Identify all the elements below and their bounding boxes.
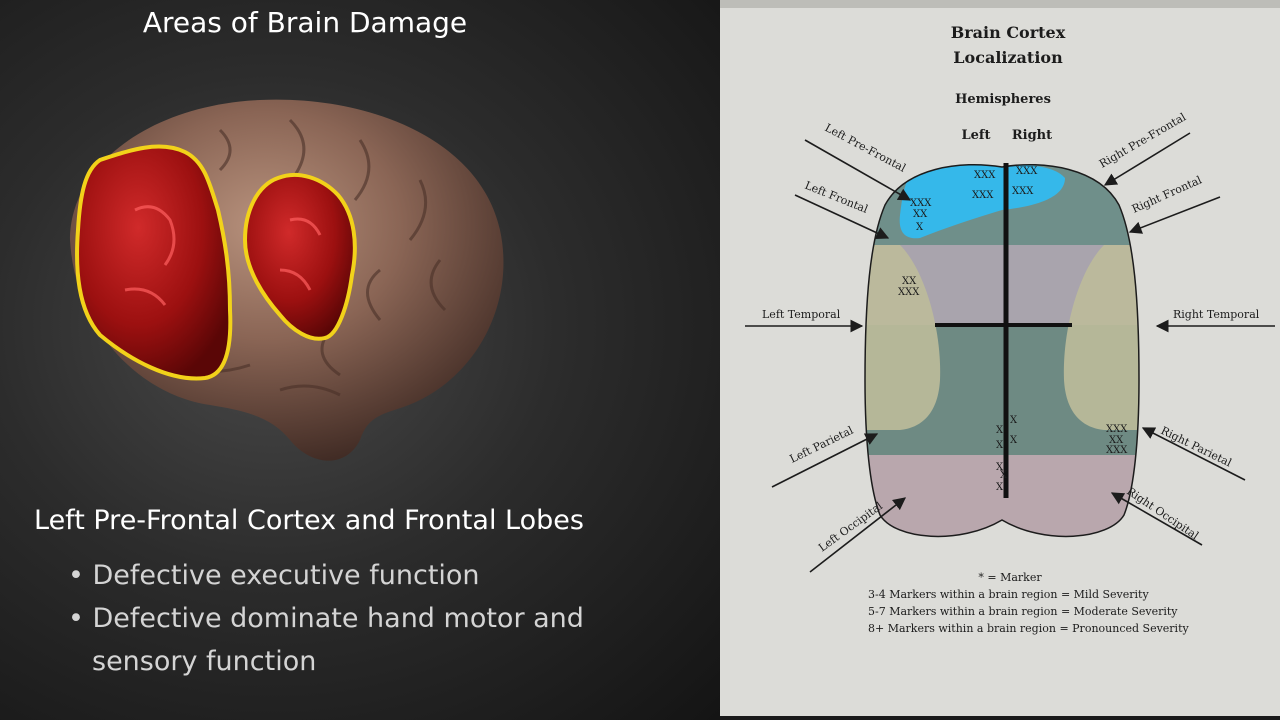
legend-mild: 3-4 Markers within a brain region = Mild… [868, 588, 1149, 601]
slide-title: Areas of Brain Damage [142, 6, 468, 39]
marker-group: XXX [1012, 186, 1034, 197]
marker-group: X [996, 462, 1004, 473]
arrow-left-parietal [771, 433, 879, 488]
cortex-diagram-panel: Brain Cortex Localization Hemispheres Le… [720, 0, 1280, 716]
marker-group: X [996, 482, 1004, 493]
marker-group: XX [1109, 435, 1124, 446]
label-right-occipital: Right Occipital [1124, 485, 1201, 543]
marker-group: XXX [910, 198, 932, 209]
label-left-pre-frontal: Left Pre-Frontal [823, 121, 909, 175]
hemispheres-label: Hemispheres [955, 92, 1051, 107]
diagram-title-line2: Localization [953, 48, 1063, 67]
marker-group: XXX [1016, 166, 1038, 177]
marker-group: X [1010, 415, 1018, 426]
legend-moderate: 5-7 Markers within a brain region = Mode… [868, 605, 1178, 618]
arrow-left-pre-frontal [804, 139, 912, 201]
marker-group: XXX [898, 287, 920, 298]
label-right-parietal: Right Parietal [1159, 424, 1234, 470]
marker-group: XXX [972, 190, 994, 201]
marker-group: XX [902, 276, 917, 287]
left-frontal-damage-region [75, 144, 233, 381]
diagram-title-line1: Brain Cortex [951, 23, 1066, 42]
cortex-localization-diagram: Brain Cortex Localization Hemispheres Le… [745, 23, 1275, 635]
brain-illustration [70, 99, 504, 461]
marker-group: XXX [1106, 445, 1128, 456]
label-right-frontal: Right Frontal [1130, 173, 1204, 216]
marker-group: X [916, 222, 924, 233]
right-temporal-lobe [1063, 245, 1139, 430]
marker-group: XXX [974, 170, 996, 181]
arrow-left-frontal [794, 194, 890, 239]
bullet-executive-function: • Defective executive function [68, 560, 480, 591]
marker-groups: XXX XXX XXX XXX XXX XX X XX XXX X X X X … [898, 166, 1128, 493]
right-hemisphere-label: Right [1012, 128, 1052, 143]
marker-group: XX [913, 209, 928, 220]
arrow-right-occipital [1110, 492, 1203, 546]
legend-marker: * = Marker [978, 571, 1042, 584]
marker-group: X [996, 425, 1004, 436]
label-left-occipital: Left Occipital [816, 499, 885, 554]
label-left-parietal: Left Parietal [788, 424, 856, 466]
bullet-hand-motor-continued: sensory function [92, 646, 317, 677]
legend-pronounced: 8+ Markers within a brain region = Prono… [868, 622, 1189, 635]
left-prefrontal-damage-region [242, 172, 357, 341]
left-hemisphere-label: Left [961, 128, 990, 143]
label-left-frontal: Left Frontal [803, 179, 870, 216]
slide-panel: Areas of Brain Damage Left Pre-Frontal C… [0, 0, 720, 720]
arrow-left-occipital [809, 497, 907, 573]
left-temporal-lobe [865, 245, 941, 430]
arrow-right-frontal [1128, 196, 1221, 234]
region-arrows [745, 132, 1275, 573]
severity-legend: * = Marker 3-4 Markers within a brain re… [868, 571, 1189, 635]
label-right-temporal: Right Temporal [1173, 308, 1260, 321]
prefrontal-highlight [899, 164, 1065, 239]
marker-group: X [996, 440, 1004, 451]
slide-subheading: Left Pre-Frontal Cortex and Frontal Lobe… [34, 505, 584, 536]
label-left-temporal: Left Temporal [762, 308, 841, 321]
diagram-top-strip [720, 0, 1280, 8]
marker-group: X [1010, 435, 1018, 446]
arrow-right-pre-frontal [1103, 132, 1191, 186]
bullet-hand-motor: • Defective dominate hand motor and [68, 603, 584, 634]
marker-group: X [1000, 470, 1008, 481]
marker-group: XXX [1106, 424, 1128, 435]
brain-outline [864, 164, 1140, 538]
arrow-right-parietal [1141, 427, 1246, 481]
